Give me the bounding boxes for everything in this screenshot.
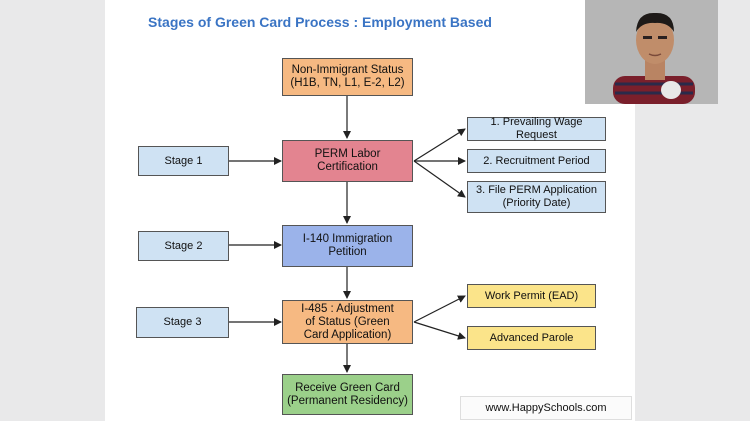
arrow-perm-to-wage [413, 128, 466, 162]
work-permit-box: Work Permit (EAD) [467, 284, 596, 308]
i140-petition-box: I-140 Immigration Petition [282, 225, 413, 267]
perm-labor-certification-box: PERM Labor Certification [282, 140, 413, 182]
arrow-i485-to-parole [413, 321, 466, 340]
arrow-i485-to-work-permit [413, 295, 466, 323]
stage-1-box: Stage 1 [138, 146, 229, 176]
presenter-image [585, 0, 718, 104]
file-perm-application-box: 3. File PERM Application (Priority Date) [467, 181, 606, 213]
i485-adjustment-box: I-485 : Adjustment of Status (Green Card… [282, 300, 413, 344]
prevailing-wage-request-box: 1. Prevailing Wage Request [467, 116, 606, 141]
non-immigrant-status-box: Non-Immigrant Status (H1B, TN, L1, E-2, … [282, 58, 413, 96]
arrow-perm-to-file [413, 160, 466, 198]
website-credit: www.HappySchools.com [460, 396, 632, 420]
stage-2-box: Stage 2 [138, 231, 229, 261]
presenter-webcam [585, 0, 718, 104]
recruitment-period-box: 2. Recruitment Period [467, 149, 606, 173]
diagram-title: Stages of Green Card Process : Employmen… [148, 14, 492, 30]
stage-3-box: Stage 3 [136, 307, 229, 338]
receive-green-card-box: Receive Green Card (Permanent Residency) [282, 374, 413, 415]
advanced-parole-box: Advanced Parole [467, 326, 596, 350]
